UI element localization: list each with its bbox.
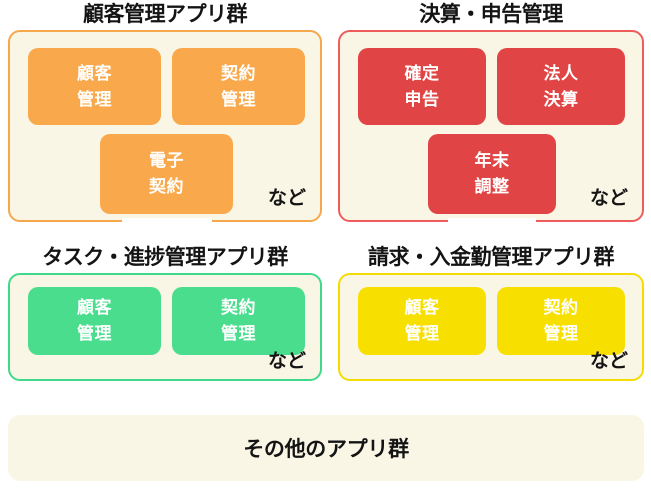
card-label-line2: 管理 bbox=[221, 324, 256, 343]
card-label-line1: 年末 bbox=[474, 151, 510, 170]
group-customer-management: 顧客管理アプリ群 顧客 管理 契約 管理 電子 契約 など bbox=[8, 2, 322, 224]
card-label-line1: 電子 bbox=[149, 151, 184, 170]
group-settlement-filing-management: 決算・申告管理 確定 申告 法人 決算 年末 調整 など bbox=[338, 2, 644, 224]
card-task-progress-1[interactable]: 契約 管理 bbox=[172, 287, 305, 355]
footer-band-other-apps: その他のアプリ群 bbox=[8, 415, 644, 481]
panel-customer-management: 顧客 管理 契約 管理 電子 契約 など bbox=[8, 30, 322, 224]
panel-settlement-filing-management: 確定 申告 法人 決算 年末 調整 など bbox=[338, 30, 644, 224]
card-label-line2: 決算 bbox=[543, 89, 579, 109]
card-label-line2: 契約 bbox=[149, 177, 184, 196]
panel-billing-payment-management: 顧客 管理 契約 管理 など bbox=[338, 273, 644, 381]
group-billing-payment-management: 請求・入金勤管理アプリ群 顧客 管理 契約 管理 など bbox=[338, 245, 644, 381]
card-label-line1: 契約 bbox=[543, 298, 579, 317]
card-label-line1: 顧客 bbox=[77, 63, 112, 83]
panel-border-notch bbox=[122, 218, 212, 224]
card-label-line2: 管理 bbox=[221, 89, 256, 109]
group-task-progress-management: タスク・進捗管理アプリ群 顧客 管理 契約 管理 など bbox=[8, 245, 322, 381]
card-label-line1: 確定 bbox=[404, 63, 440, 83]
card-task-progress-0[interactable]: 顧客 管理 bbox=[28, 287, 161, 355]
etc-label-task-progress: など bbox=[267, 351, 306, 372]
card-settlement-filing-2[interactable]: 年末 調整 bbox=[428, 134, 556, 214]
card-label-line2: 申告 bbox=[404, 89, 440, 109]
card-customer-management-1[interactable]: 契約 管理 bbox=[172, 48, 305, 125]
card-label-line2: 管理 bbox=[543, 324, 579, 343]
card-billing-payment-0[interactable]: 顧客 管理 bbox=[358, 287, 486, 355]
card-label-line2: 管理 bbox=[404, 324, 440, 343]
group-title-task-progress-management: タスク・進捗管理アプリ群 bbox=[42, 246, 288, 269]
card-label-line2: 管理 bbox=[77, 324, 112, 343]
footer-band-label: その他のアプリ群 bbox=[243, 438, 409, 461]
card-label-line1: 法人 bbox=[543, 63, 579, 83]
etc-label-settlement-filing: など bbox=[589, 188, 628, 209]
group-title-billing-payment-management: 請求・入金勤管理アプリ群 bbox=[368, 246, 615, 269]
panel-task-progress-management: 顧客 管理 契約 管理 など bbox=[8, 273, 322, 381]
card-label-line1: 契約 bbox=[221, 63, 256, 83]
group-title-settlement-filing-management: 決算・申告管理 bbox=[419, 3, 563, 26]
group-title-customer-management: 顧客管理アプリ群 bbox=[83, 3, 248, 26]
card-settlement-filing-0[interactable]: 確定 申告 bbox=[358, 48, 486, 125]
card-label-line2: 管理 bbox=[77, 89, 112, 109]
card-label-line1: 顧客 bbox=[404, 298, 440, 317]
card-label-line2: 調整 bbox=[474, 177, 510, 196]
card-label-line1: 顧客 bbox=[77, 298, 112, 317]
panel-border-notch bbox=[448, 218, 536, 224]
card-settlement-filing-1[interactable]: 法人 決算 bbox=[497, 48, 625, 125]
card-customer-management-2[interactable]: 電子 契約 bbox=[100, 134, 233, 214]
etc-label-billing-payment: など bbox=[589, 351, 628, 372]
card-label-line1: 契約 bbox=[221, 298, 256, 317]
card-billing-payment-1[interactable]: 契約 管理 bbox=[497, 287, 625, 355]
etc-label-customer-management: など bbox=[267, 188, 306, 209]
card-customer-management-0[interactable]: 顧客 管理 bbox=[28, 48, 161, 125]
